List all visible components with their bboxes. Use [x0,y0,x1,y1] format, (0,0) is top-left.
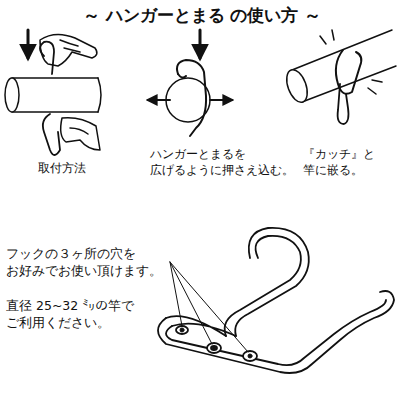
note: 直径 25~32 ㍉の竿で ご利用ください。 [6,298,156,332]
note: フックの３ヶ所の穴を お好みでお使い頂けます。 [6,246,168,280]
title: ～ ハンガーとまる の使い方 ～ [2,4,400,27]
leader-line [170,262,252,358]
caption: ハンガーとまるを 広げるように押さえ込む。 [150,146,300,178]
caption: 『カッチ』と 竿に嵌る。 [303,146,397,178]
caption: 取付方法 [38,160,86,176]
pole-section [148,30,232,136]
hook-detail [158,228,394,373]
pole-with-hook [283,30,396,124]
pole-with-hand [5,30,101,155]
